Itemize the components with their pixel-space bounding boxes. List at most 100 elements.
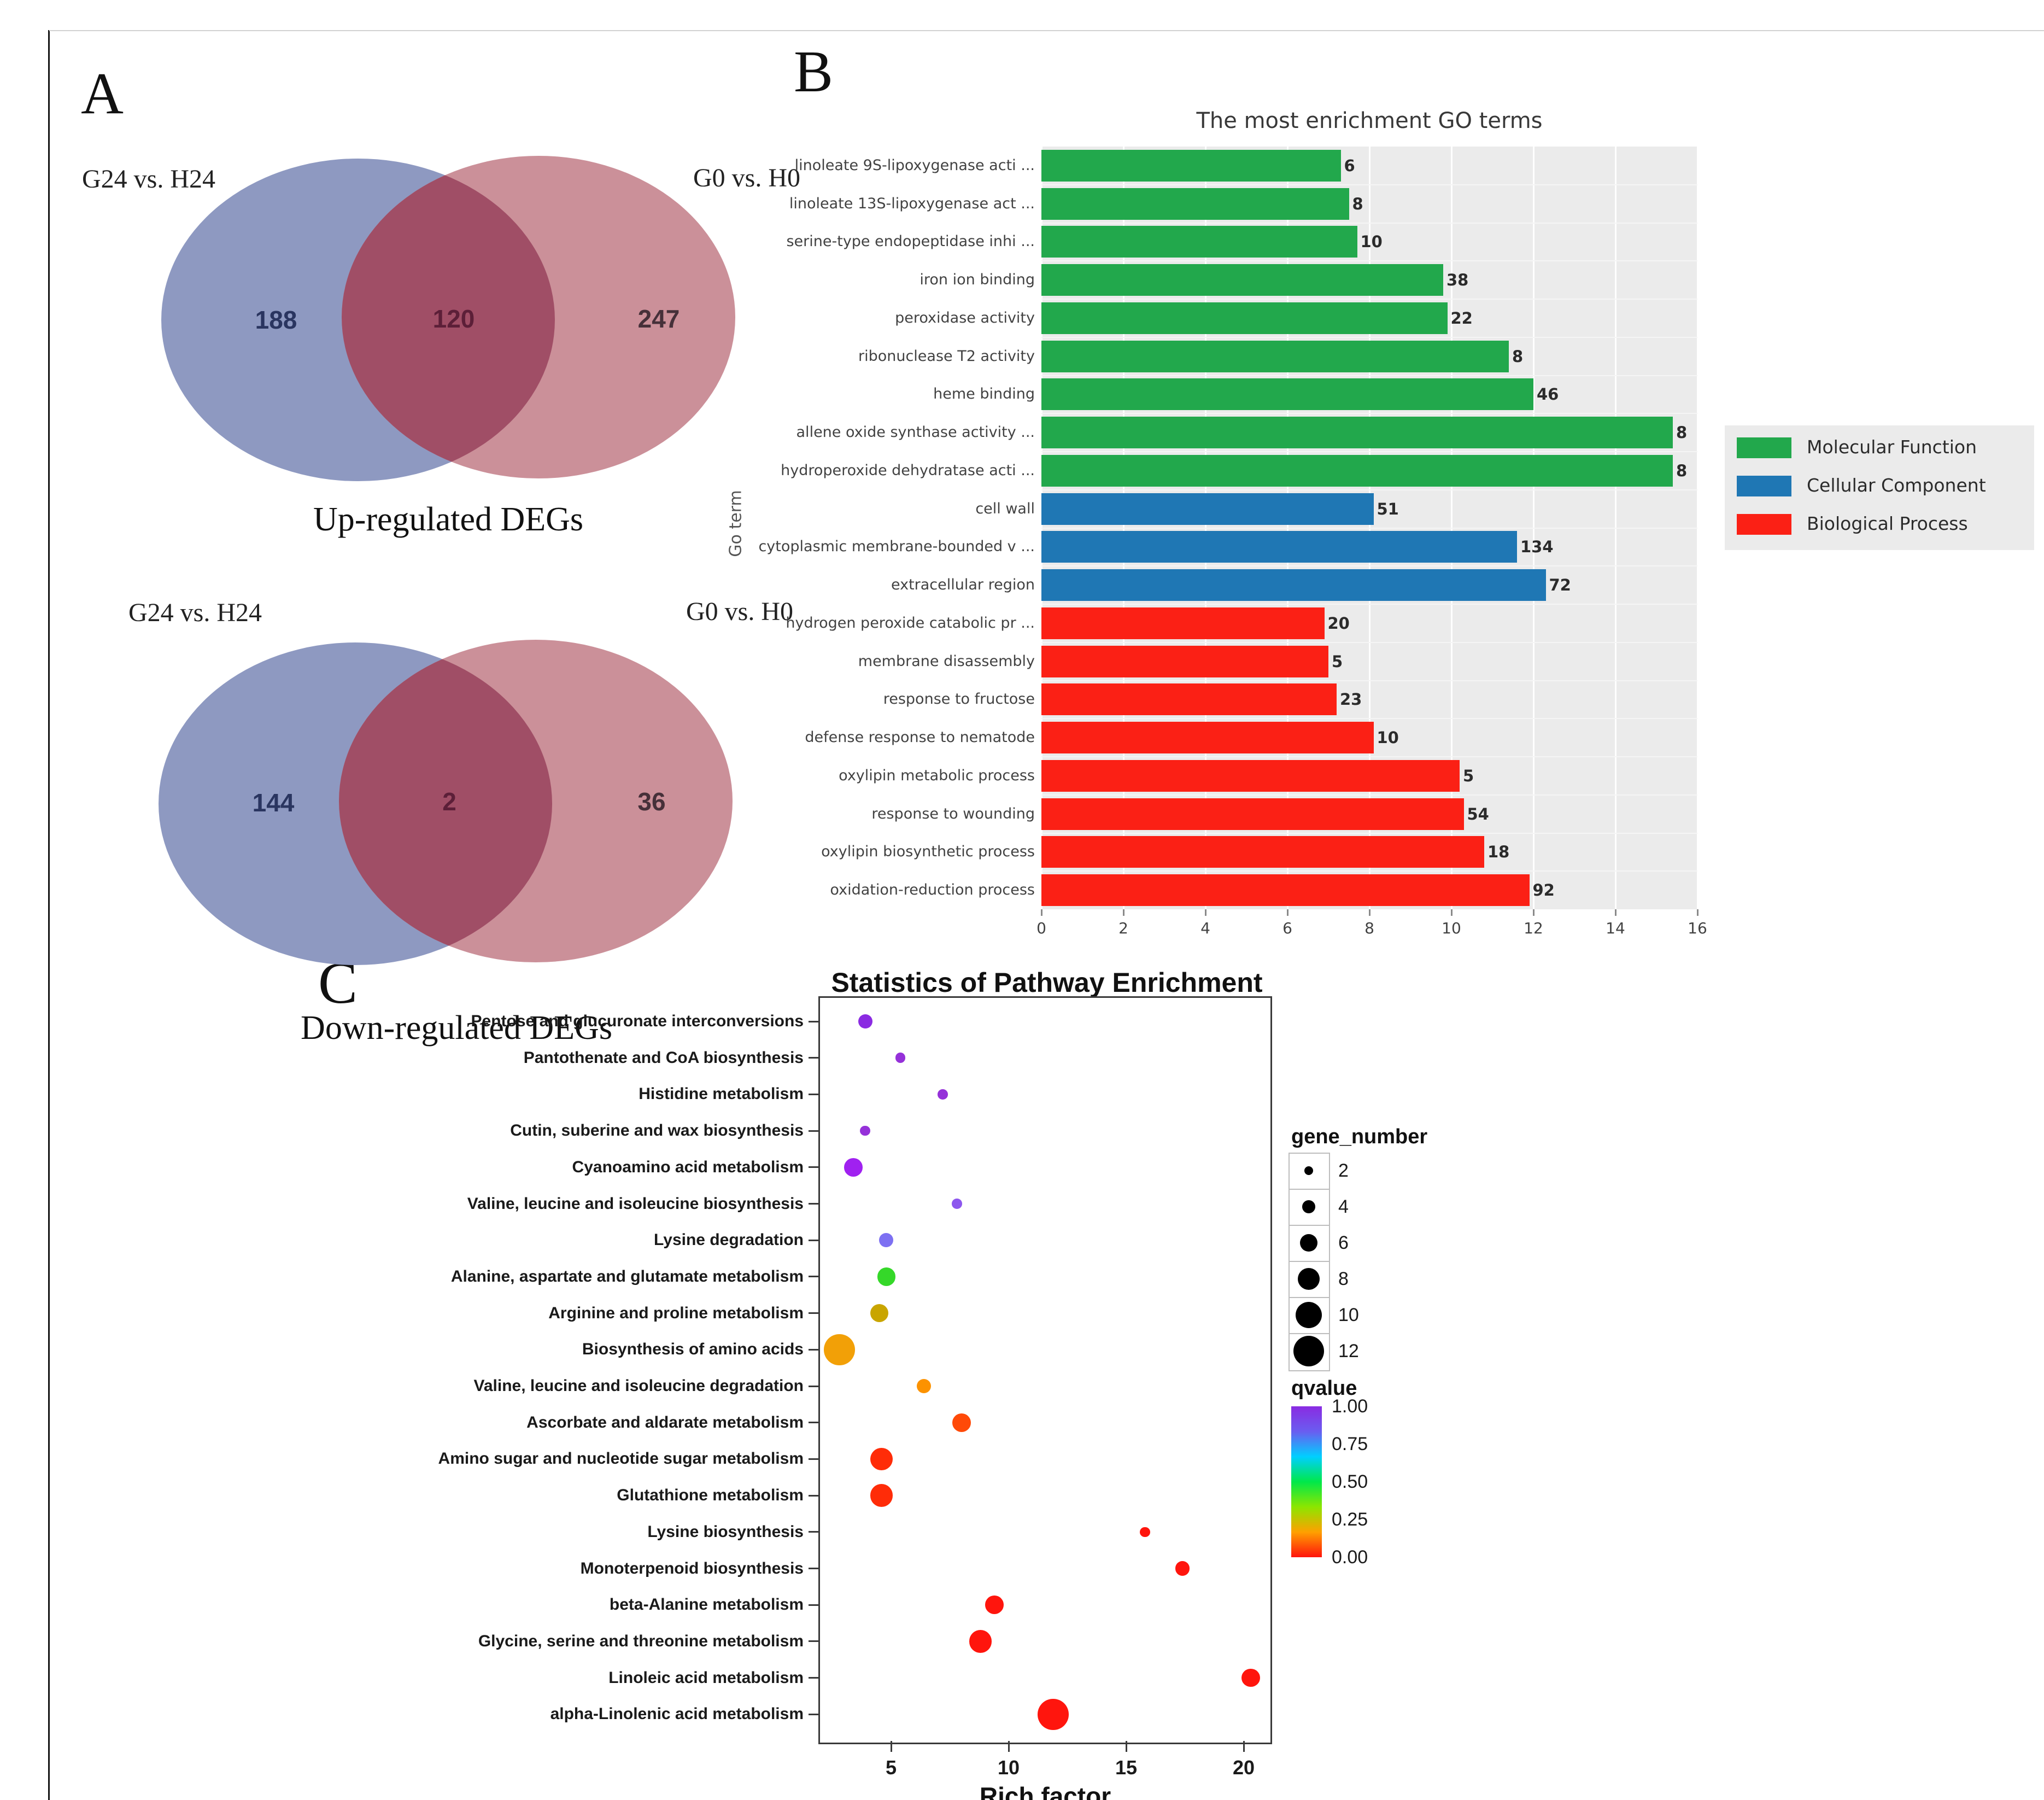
- go-gridline: [1697, 147, 1699, 909]
- venn-up-diagram: [161, 156, 735, 481]
- go-row-separator: [1041, 565, 1697, 567]
- qvalue-colorbar: [1291, 1406, 1322, 1557]
- go-bar-value: 6: [1344, 156, 1355, 175]
- venn-up-left-label: G24 vs. H24: [82, 165, 216, 194]
- pathway-y-tickmark: [809, 1422, 818, 1424]
- go-x-tickmark: [1041, 909, 1043, 916]
- gene-number-legend-value: 12: [1338, 1341, 1359, 1361]
- go-x-tick-label: 2: [1118, 919, 1128, 937]
- go-bar-value: 23: [1340, 690, 1362, 709]
- pathway-row-label: Lysine biosynthesis: [647, 1522, 804, 1541]
- gene-number-legend-value: 6: [1338, 1232, 1349, 1253]
- go-x-tickmark: [1615, 909, 1617, 916]
- go-row-separator: [1041, 451, 1697, 452]
- pathway-row-label: Valine, leucine and isoleucine biosynthe…: [467, 1194, 804, 1213]
- venn-down-right-value: 36: [637, 787, 666, 816]
- gene-number-legend-dot: [1302, 1200, 1315, 1213]
- go-bar-value: 8: [1352, 194, 1363, 213]
- pathway-y-tickmark: [809, 1130, 818, 1132]
- go-row-separator: [1041, 299, 1697, 300]
- go-x-tick-label: 16: [1688, 919, 1707, 937]
- go-bar-value: 134: [1520, 537, 1554, 557]
- qvalue-tick-label: 0.75: [1332, 1434, 1368, 1454]
- venn-up-right-value: 247: [637, 305, 680, 333]
- venn-down-left-label: G24 vs. H24: [128, 598, 262, 627]
- pathway-dot: [858, 1014, 872, 1029]
- pathway-y-tickmark: [809, 1348, 818, 1351]
- go-row-separator: [1041, 184, 1697, 185]
- venn-up-overlap: [342, 159, 555, 478]
- venn-down-caption: Down-regulated DEGs: [301, 1009, 612, 1047]
- go-bar: [1041, 569, 1546, 601]
- pathway-y-tickmark: [809, 1458, 818, 1460]
- venn-up-caption: Up-regulated DEGs: [313, 501, 584, 538]
- panel-b-letter: B: [794, 39, 834, 104]
- go-bar: [1041, 607, 1325, 639]
- gene-number-legend-dot: [1296, 1302, 1322, 1328]
- go-bar: [1041, 378, 1533, 411]
- pathway-x-axis-label: Rich factor: [979, 1782, 1111, 1800]
- go-legend-swatch: [1737, 514, 1791, 535]
- go-bar: [1041, 493, 1374, 525]
- pathway-row-label: Histidine metabolism: [639, 1085, 804, 1103]
- pathway-dot: [1140, 1527, 1150, 1538]
- pathway-y-tickmark: [809, 1494, 818, 1497]
- go-bar-value: 10: [1377, 728, 1399, 747]
- pathway-dot: [844, 1158, 863, 1177]
- venn-down-overlap: [339, 642, 552, 962]
- go-legend-swatch: [1737, 437, 1791, 458]
- go-row-separator: [1041, 222, 1697, 224]
- pathway-dot: [1241, 1668, 1260, 1687]
- go-legend-swatch: [1737, 476, 1791, 496]
- pathway-row-label: Lysine degradation: [654, 1231, 804, 1249]
- go-x-tickmark: [1123, 909, 1125, 916]
- pathway-dot: [952, 1199, 962, 1209]
- pathway-dot: [969, 1630, 992, 1653]
- pathway-row-label: Monoterpenoid biosynthesis: [580, 1559, 804, 1577]
- go-bar-label: hydrogen peroxide catabolic pr ...: [786, 614, 1035, 632]
- go-bar-label: ribonuclease T2 activity: [858, 347, 1035, 365]
- go-bar-label: response to wounding: [871, 805, 1035, 822]
- go-x-tick-label: 12: [1524, 919, 1543, 937]
- pathway-plot-area: [818, 996, 1272, 1744]
- pathway-y-tickmark: [809, 1057, 818, 1059]
- pathway-row-label: Pentose and glucuronate interconversions: [471, 1012, 804, 1030]
- go-row-separator: [1041, 489, 1697, 490]
- venn-up-right-label: G0 vs. H0: [693, 163, 801, 192]
- go-bar-value: 20: [1327, 613, 1350, 633]
- go-bar-label: cell wall: [975, 500, 1035, 517]
- go-bar-value: 8: [1676, 461, 1688, 480]
- pathway-dot: [877, 1267, 896, 1286]
- go-legend-item: Molecular Function: [1737, 435, 2032, 460]
- go-x-tick-label: 14: [1606, 919, 1625, 937]
- go-row-separator: [1041, 680, 1697, 681]
- pathway-y-tickmark: [809, 1312, 818, 1314]
- pathway-row-label: Arginine and proline metabolism: [548, 1304, 804, 1322]
- pathway-row-label: Linoleic acid metabolism: [608, 1668, 804, 1687]
- go-legend-label: Biological Process: [1807, 513, 1968, 534]
- pathway-dot: [1175, 1561, 1190, 1576]
- go-bar-label: hydroperoxide dehydratase acti ...: [781, 461, 1035, 479]
- go-row-separator: [1041, 870, 1697, 872]
- pathway-row-label: Ascorbate and aldarate metabolism: [526, 1413, 804, 1431]
- go-x-tickmark: [1205, 909, 1207, 916]
- pathway-x-tickmark: [890, 1741, 892, 1752]
- go-row-separator: [1041, 794, 1697, 796]
- pathway-y-tickmark: [809, 1568, 818, 1569]
- go-bar-label: membrane disassembly: [858, 652, 1035, 670]
- go-x-tick-label: 8: [1364, 919, 1374, 937]
- go-row-separator: [1041, 641, 1697, 643]
- pathway-dot: [1038, 1699, 1069, 1730]
- pathway-y-tickmark: [809, 1276, 818, 1278]
- go-bar-label: iron ion binding: [919, 271, 1035, 289]
- go-legend-item: Cellular Component: [1737, 474, 2032, 499]
- pathway-dot: [952, 1413, 971, 1432]
- go-x-tickmark: [1369, 909, 1371, 916]
- pathway-dot: [870, 1447, 893, 1471]
- go-bar-label: heme binding: [933, 385, 1035, 403]
- go-bar: [1041, 798, 1464, 830]
- go-row-separator: [1041, 604, 1697, 605]
- go-row-separator: [1041, 260, 1697, 262]
- go-legend-item: Biological Process: [1737, 512, 2032, 537]
